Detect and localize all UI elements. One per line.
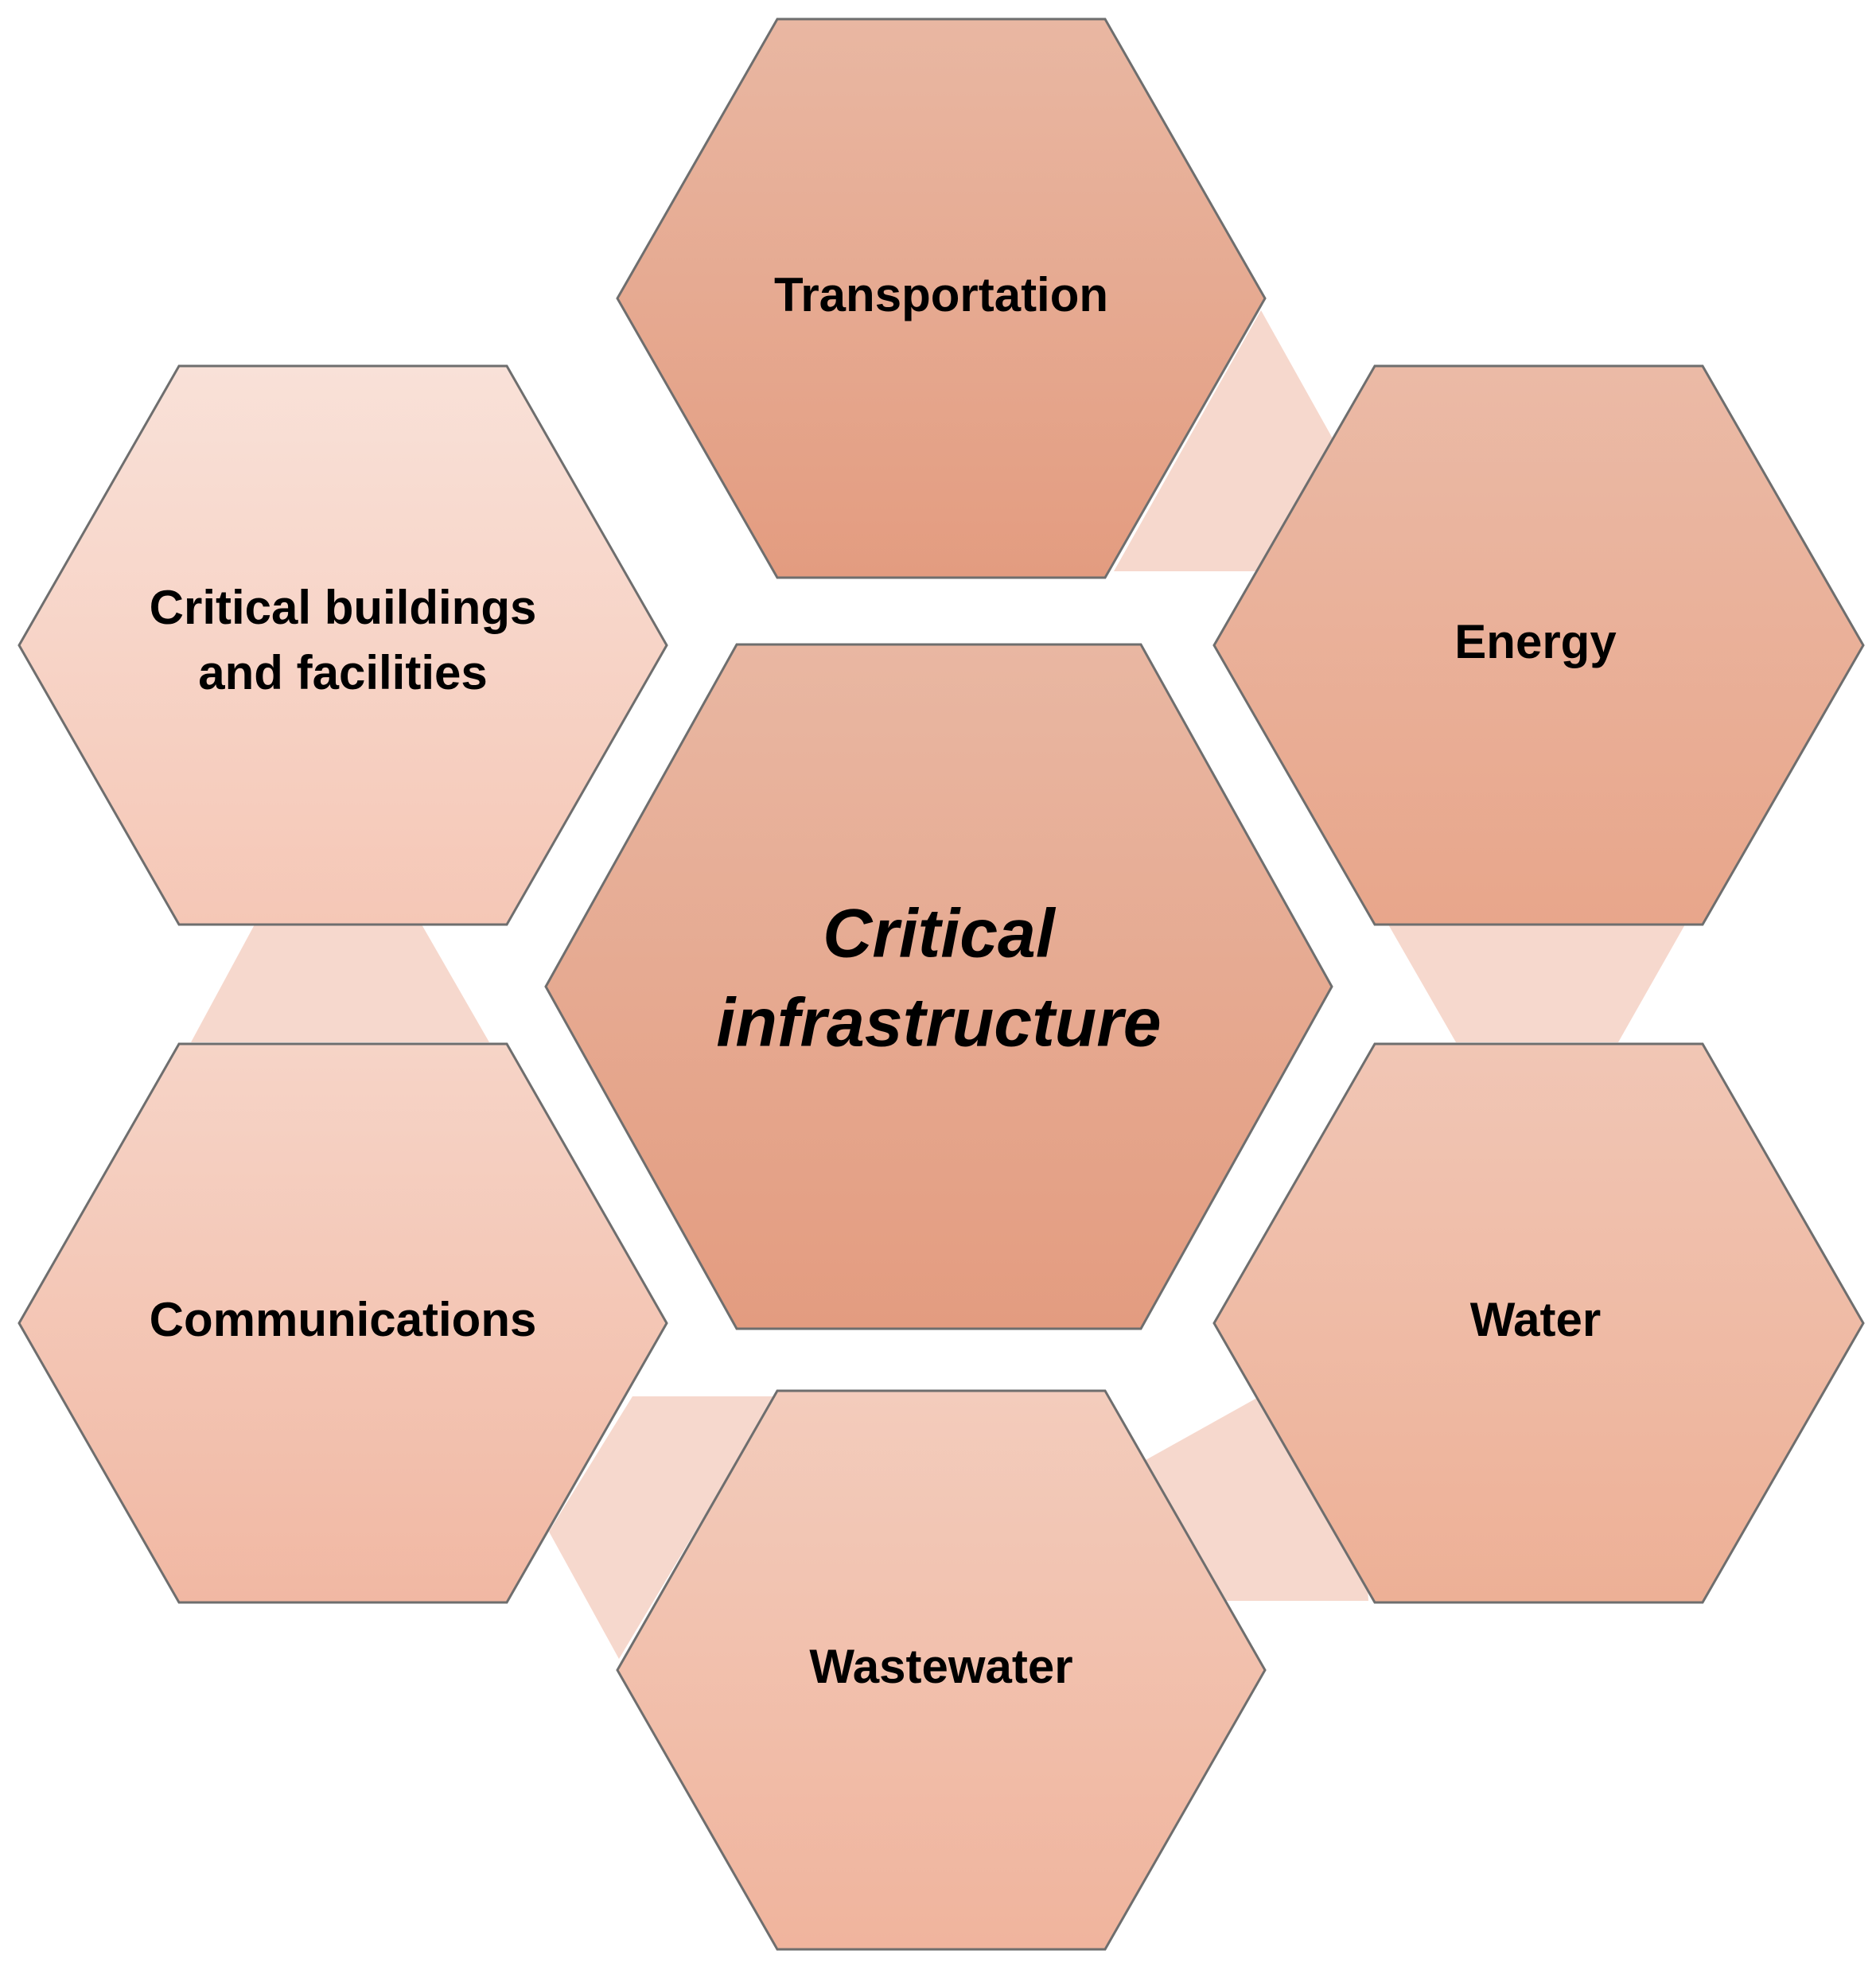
hex-communications[interactable] <box>18 1042 668 1604</box>
center-title-line2: infrastructure <box>716 985 1161 1061</box>
connector-transportation-energy <box>1114 310 1337 571</box>
transportation-label: Transportation <box>774 268 1108 321</box>
hex-wastewater[interactable] <box>616 1389 1267 1951</box>
hex-transportation[interactable] <box>616 18 1267 579</box>
critical-buildings-label-line1: Critical buildings <box>150 581 537 634</box>
energy-label: Energy <box>1454 615 1617 668</box>
connector-wastewater-communications <box>549 1396 776 1659</box>
connector-communications-buildings <box>191 925 489 1042</box>
communications-label: Communications <box>150 1293 537 1346</box>
hex-center <box>544 643 1333 1330</box>
hex-energy[interactable] <box>1212 364 1865 926</box>
center-title-line1: Critical <box>823 896 1057 972</box>
hex-critical-buildings[interactable] <box>18 364 668 926</box>
critical-buildings-label-line2: and facilities <box>198 646 487 699</box>
connector-energy-water <box>1388 925 1685 1042</box>
hex-water[interactable] <box>1212 1042 1865 1604</box>
wastewater-label: Wastewater <box>809 1640 1072 1693</box>
water-label: Water <box>1470 1293 1601 1346</box>
